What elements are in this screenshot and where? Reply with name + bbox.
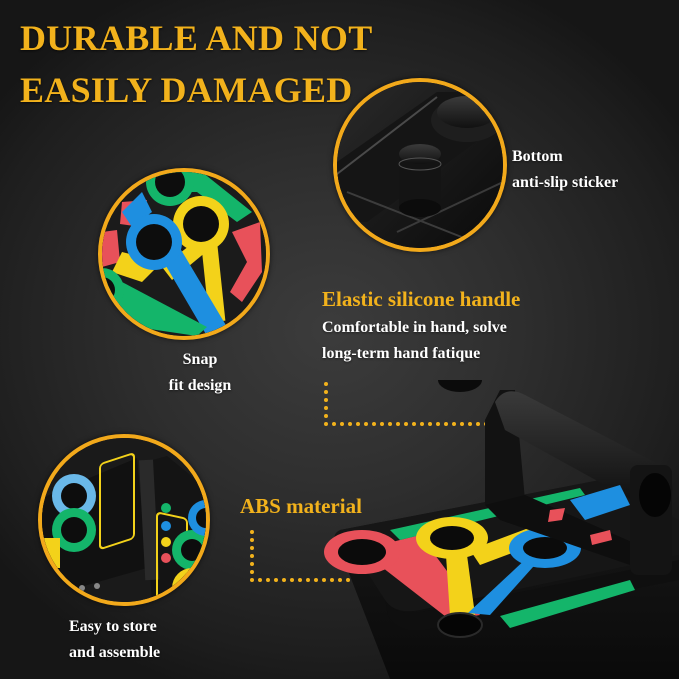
snap-fit-board-illustration [102, 172, 266, 336]
handle-description-line-2: long-term hand fatique [322, 345, 481, 362]
anti-slip-label-line-2: anti-slip sticker [512, 174, 619, 191]
storage-label-line-2: and assemble [69, 644, 161, 661]
storage-label: Easy to store and assemble [69, 614, 160, 666]
snap-fit-label: Snap fit design [142, 347, 258, 399]
anti-slip-sticker-illustration [337, 82, 503, 248]
storage-closeup-image [38, 434, 210, 606]
pushup-board-product-image [324, 380, 679, 679]
headline: DURABLE AND NOT EASILY DAMAGED [20, 12, 373, 116]
snap-fit-closeup-image [98, 168, 270, 340]
headline-line-1: DURABLE AND NOT [20, 18, 373, 58]
handle-feature-title: Elastic silicone handle [322, 287, 521, 311]
handle-feature-description: Comfortable in hand, solve long-term han… [322, 315, 507, 367]
snap-fit-label-line-1: Snap [182, 351, 218, 368]
anti-slip-label-line-1: Bottom [512, 148, 563, 165]
storage-label-line-1: Easy to store [69, 618, 157, 635]
headline-line-2: EASILY DAMAGED [20, 70, 353, 110]
abs-dotted-connector [250, 530, 358, 582]
snap-fit-label-line-2: fit design [168, 377, 232, 394]
folded-board-illustration [42, 438, 206, 602]
handle-description-line-1: Comfortable in hand, solve [322, 319, 507, 336]
anti-slip-label: Bottom anti-slip sticker [512, 144, 618, 196]
abs-material-title: ABS material [240, 494, 362, 518]
anti-slip-closeup-image [333, 78, 507, 252]
